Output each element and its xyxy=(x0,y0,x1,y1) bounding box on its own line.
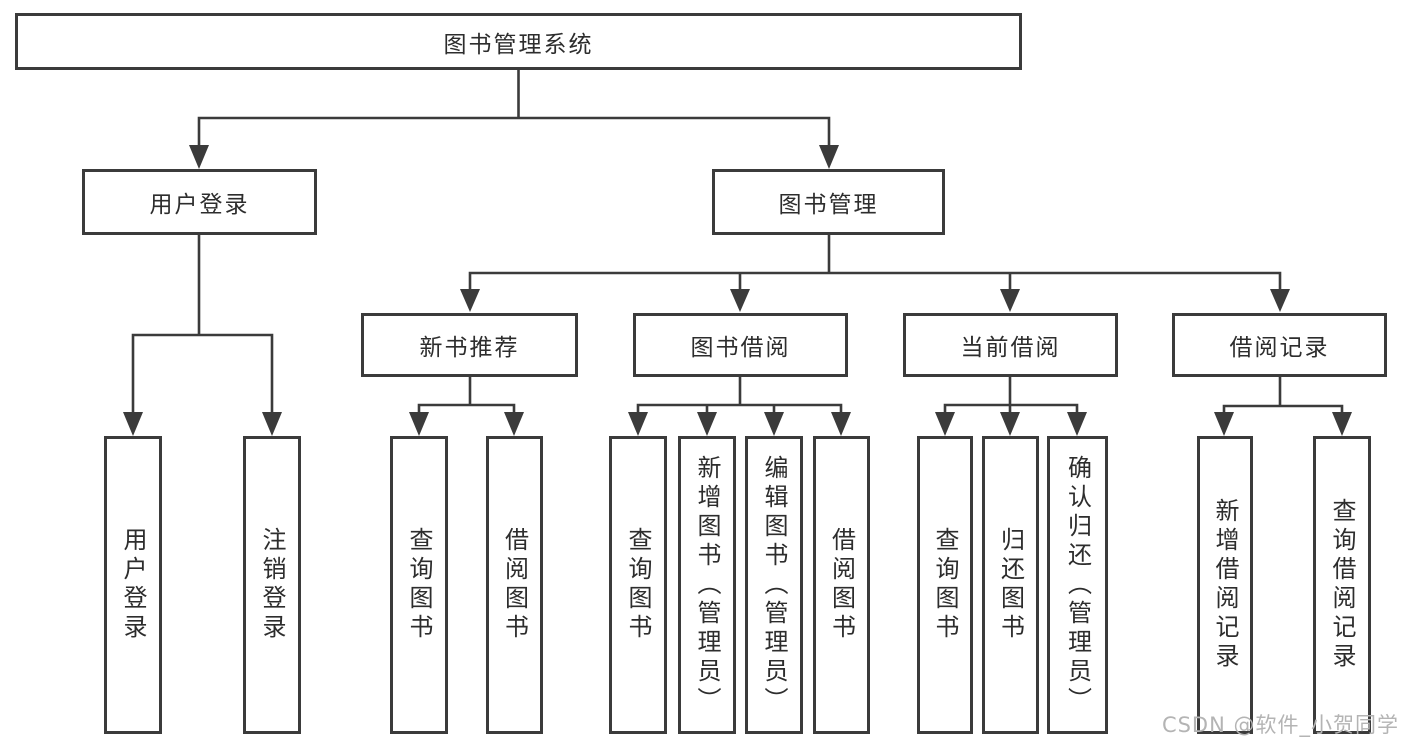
node-search-books-recommend: 查询图书 xyxy=(390,436,448,734)
node-search-books-current: 查询图书 xyxy=(917,436,973,734)
node-book-management: 图书管理 xyxy=(712,169,945,235)
node-search-borrow-record: 查询借阅记录 xyxy=(1313,436,1371,734)
node-borrowing-records: 借阅记录 xyxy=(1172,313,1387,377)
node-user-login: 用户登录 xyxy=(82,169,317,235)
node-add-books-admin: 新增图书（管理员） xyxy=(678,436,736,734)
node-edit-books-admin: 编辑图书（管理员） xyxy=(745,436,803,734)
node-new-book-recommendation: 新书推荐 xyxy=(361,313,578,377)
node-library-management-system: 图书管理系统 xyxy=(15,13,1022,70)
node-book-borrowing: 图书借阅 xyxy=(633,313,848,377)
node-current-borrowing: 当前借阅 xyxy=(903,313,1118,377)
node-user-login-leaf: 用户登录 xyxy=(104,436,162,734)
connector-stems xyxy=(131,70,1344,413)
node-confirm-return-admin: 确认归还（管理员） xyxy=(1047,436,1108,734)
node-add-borrow-record: 新增借阅记录 xyxy=(1197,436,1253,734)
arrowheads xyxy=(123,145,1352,436)
node-return-books: 归还图书 xyxy=(982,436,1039,734)
node-logout: 注销登录 xyxy=(243,436,301,734)
node-search-books-borrowing: 查询图书 xyxy=(609,436,667,734)
node-borrow-books-recommend: 借阅图书 xyxy=(486,436,543,734)
watermark-text: CSDN @软件_小贺同学 xyxy=(1161,713,1399,737)
node-borrow-books-borrowing: 借阅图书 xyxy=(813,436,870,734)
